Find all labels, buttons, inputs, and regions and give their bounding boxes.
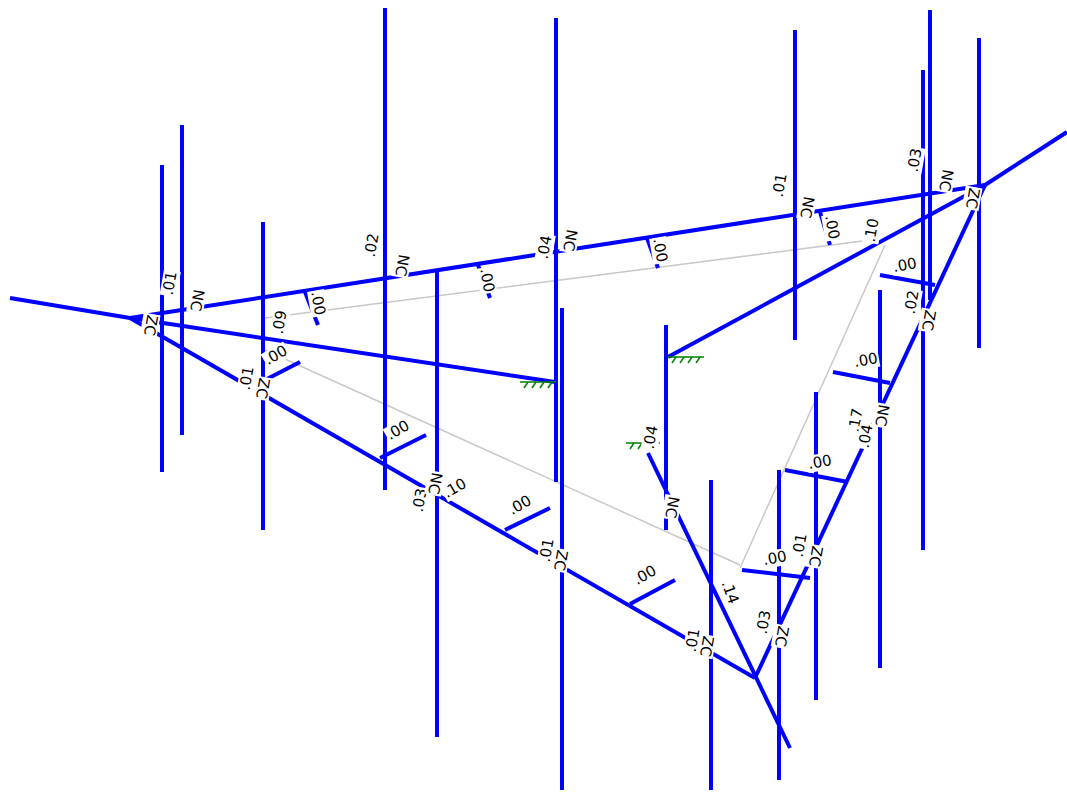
force-value: .03 [754,608,775,636]
force-value: NC [872,402,892,428]
force-value: .00 [630,561,661,588]
force-value: .10 [862,216,883,244]
force-value: .00 [308,289,329,317]
force-value: ZC [550,547,570,572]
force-value: .00 [891,255,919,276]
force-value: NC [797,194,817,220]
force-value: .01 [770,171,791,199]
force-value: .00 [852,350,880,371]
force-value: NC [187,287,207,313]
force-value: ZC [252,375,272,400]
force-value: .02 [362,231,383,259]
force-value: .04 [641,423,662,451]
force-value: .00 [261,341,292,368]
force-value: .02 [902,288,923,316]
force-value: .09 [270,308,291,336]
force-value: ZC [696,633,716,658]
force-value: .00 [806,452,834,473]
force-value: .04 [535,233,556,261]
force-value: .00 [505,491,536,518]
force-value: ZC [918,307,938,332]
force-value: .00 [822,213,843,241]
force-value: ZC [805,543,825,568]
force-value: ZC [962,185,982,210]
force-value: .01 [160,269,181,297]
force-value: .00 [383,416,414,443]
force-value: NC [662,494,682,520]
force-value: NC [936,167,956,193]
force-value: .00 [650,236,671,264]
force-value: NC [392,252,412,278]
force-value: .00 [761,548,789,569]
force-value: ZC [771,623,791,648]
force-value: .00 [477,266,498,294]
force-value: .04 [856,422,877,450]
force-value: NC [560,227,580,253]
force-value: ZC [140,312,160,337]
